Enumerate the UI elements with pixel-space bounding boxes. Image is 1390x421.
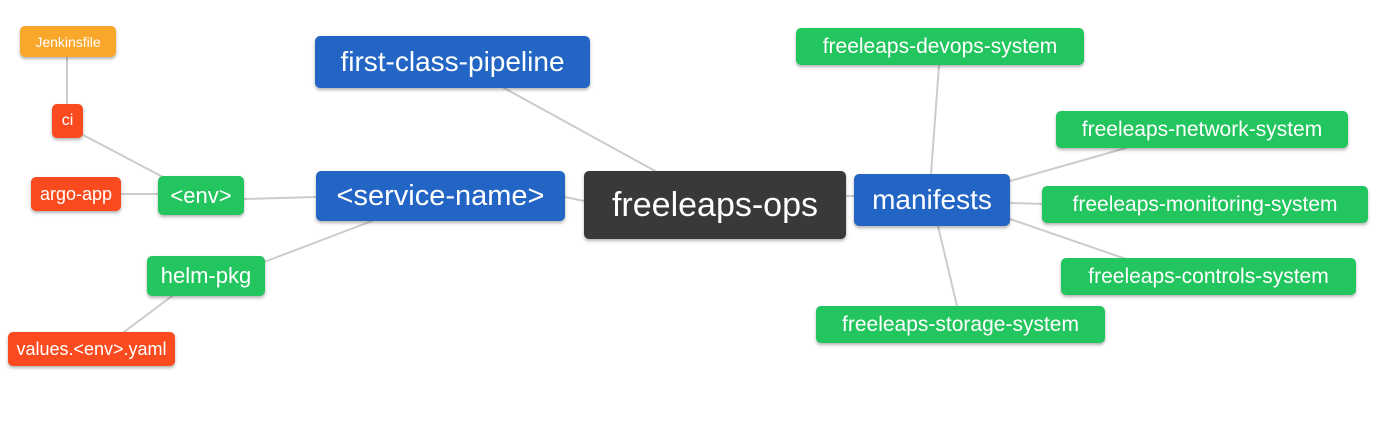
node-jenkinsfile[interactable]: Jenkinsfile bbox=[20, 26, 116, 57]
edge-helm-pkg-values-env-yaml bbox=[123, 295, 173, 333]
node-storage-system[interactable]: freeleaps-storage-system bbox=[816, 306, 1105, 343]
edge-service-name-helm-pkg bbox=[263, 220, 373, 263]
node-first-class-pipeline[interactable]: first-class-pipeline bbox=[315, 36, 590, 88]
node-freeleaps-ops[interactable]: freeleaps-ops bbox=[584, 171, 846, 239]
node-manifests[interactable]: manifests bbox=[854, 174, 1010, 226]
edge-env-ci bbox=[82, 134, 164, 178]
node-values-env-yaml[interactable]: values.<env>.yaml bbox=[8, 332, 175, 366]
node-argo-app[interactable]: argo-app bbox=[31, 177, 121, 211]
node-network-system[interactable]: freeleaps-network-system bbox=[1056, 111, 1348, 148]
edge-ops-service-name bbox=[564, 196, 585, 202]
edge-manifests-devops bbox=[930, 64, 940, 175]
edge-service-name-env bbox=[243, 196, 317, 200]
edge-ops-first-class-pipeline bbox=[503, 87, 658, 173]
edge-manifests-storage bbox=[937, 225, 958, 307]
edge-manifests-monitoring bbox=[1009, 202, 1045, 205]
edge-manifests-network bbox=[1009, 147, 1127, 182]
node-ci[interactable]: ci bbox=[52, 104, 83, 138]
node-helm-pkg[interactable]: helm-pkg bbox=[147, 256, 265, 296]
edge-manifests-controls bbox=[1009, 218, 1127, 260]
node-controls-system[interactable]: freeleaps-controls-system bbox=[1061, 258, 1356, 295]
node-env[interactable]: <env> bbox=[158, 176, 244, 215]
node-service-name[interactable]: <service-name> bbox=[316, 171, 565, 221]
node-devops-system[interactable]: freeleaps-devops-system bbox=[796, 28, 1084, 65]
node-monitoring-system[interactable]: freeleaps-monitoring-system bbox=[1042, 186, 1368, 223]
